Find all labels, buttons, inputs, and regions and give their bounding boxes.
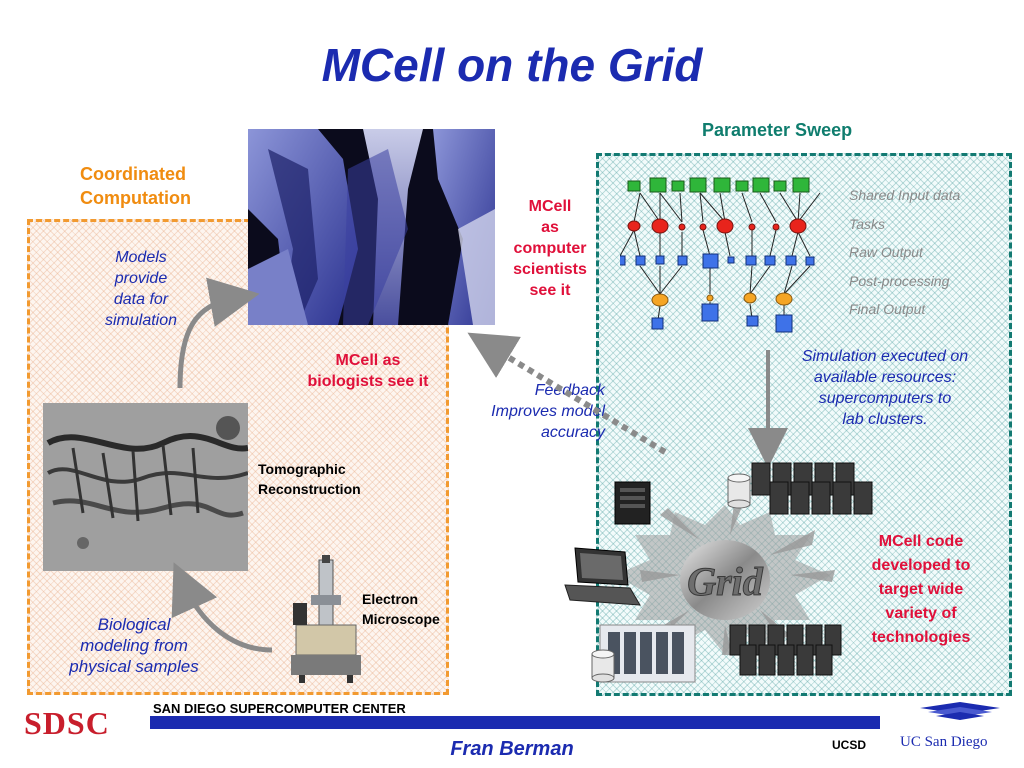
sdsc-org-name: SAN DIEGO SUPERCOMPUTER CENTER <box>153 701 406 716</box>
simulation-executed-text: Simulation executed on available resourc… <box>801 348 969 428</box>
storage-disk-icon-top <box>727 473 751 509</box>
arrow-from-microscope <box>171 562 273 653</box>
storage-disk-icon-bottom <box>591 649 615 683</box>
mcell-computer-scientists-text: MCell as computer scientists see it <box>513 198 587 299</box>
models-provide-data-text: Models provide data for simulation <box>104 249 178 329</box>
feedback-arrow <box>467 332 667 455</box>
grid-burst-icon: Grid <box>615 505 830 655</box>
uc-san-diego-logo: UC San Diego <box>900 702 1000 751</box>
supercomputer-icon <box>599 624 696 683</box>
slide-title: MCell on the Grid <box>321 39 703 91</box>
biological-modeling-text: Biological modeling from physical sample… <box>69 615 199 676</box>
mcell-tomography-image <box>248 129 495 325</box>
parameter-sweep-workflow-graph <box>620 177 821 333</box>
electron-microscope-image <box>291 555 361 683</box>
svg-text:Grid: Grid <box>687 559 764 604</box>
workflow-legend: Shared Input data Tasks Raw Output Post-… <box>849 181 960 324</box>
mcell-biologists-text: MCell as biologists see it <box>307 352 429 390</box>
cluster-icon-bottom <box>729 624 842 676</box>
arrow-to-models <box>177 277 260 389</box>
laptop-icon <box>564 547 641 606</box>
legend-post-processing: Post-processing <box>849 272 950 289</box>
ucsd-label: UCSD <box>832 738 867 752</box>
feedback-text: Feedback Improves model accuracy <box>491 382 605 441</box>
legend-tasks: Tasks <box>849 215 886 232</box>
tomographic-reconstruction-label: Tomographic Reconstruction <box>258 461 361 497</box>
parameter-sweep-heading: Parameter Sweep <box>702 120 853 140</box>
server-tower-icon <box>614 481 651 525</box>
legend-shared-input: Shared Input data <box>849 187 961 203</box>
coordinated-computation-heading: Coordinated Computation <box>80 164 191 208</box>
legend-final-output: Final Output <box>849 301 926 317</box>
electron-micrograph-image <box>43 403 248 571</box>
mcell-code-text: MCell code developed to target wide vari… <box>871 533 971 646</box>
cluster-icon-top <box>751 462 873 515</box>
author-name: Fran Berman <box>450 738 574 760</box>
footer-bar <box>150 716 880 729</box>
legend-raw-output: Raw Output <box>849 244 923 260</box>
electron-microscope-label: Electron Microscope <box>362 591 440 627</box>
uc-san-diego-emblem-icon <box>920 702 1000 720</box>
sdsc-logo: SDSC <box>24 705 110 741</box>
